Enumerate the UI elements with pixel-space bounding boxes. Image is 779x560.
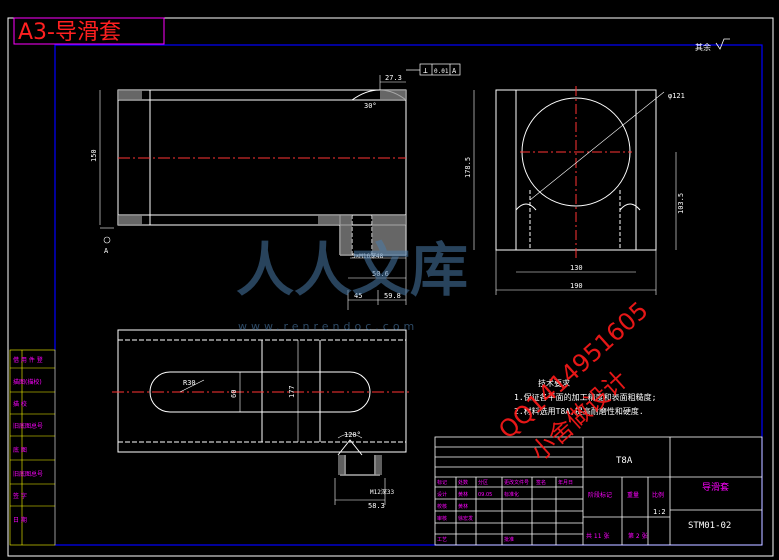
left-strip-3: 旧底图总号 — [13, 422, 43, 430]
tb-cell: 标记 — [437, 479, 447, 486]
tb-drawing-no: STM01-02 — [688, 521, 731, 531]
surface-note: 其余 — [695, 42, 711, 52]
left-strip-7: 日 期 — [13, 516, 27, 524]
page-title: A3-导滑套 — [18, 20, 121, 45]
dim-h-177: 177 — [288, 385, 296, 398]
tech-req-heading: 技术要求 — [538, 378, 570, 388]
tb-scale-label: 比例 — [652, 491, 664, 499]
dim-r30: R30 — [183, 379, 196, 387]
left-strip-0: 借 用 件 登 — [13, 356, 43, 364]
tb-cell: 设计 — [437, 491, 447, 498]
dim-len-506: 50.6 — [372, 270, 389, 278]
tb-scale: 1:2 — [653, 508, 666, 516]
tb-cell: 黄林 — [458, 503, 468, 510]
dim-len-45: 45 — [354, 292, 362, 300]
left-strip-5: 旧底图总号 — [13, 470, 43, 478]
tech-req-line2: 2.材料选用T8A,提高耐磨性和硬度. — [514, 406, 644, 416]
tb-cell: 分区 — [478, 479, 488, 486]
dim-top-len: 27.3 — [385, 74, 402, 82]
front-section-view — [117, 89, 407, 256]
dim-dia-150: 150 — [90, 149, 98, 162]
datum-label: A — [104, 247, 109, 255]
tb-weight-label: 重量 — [627, 491, 639, 499]
outer-frame — [7, 17, 774, 557]
tb-material: T8A — [616, 456, 633, 466]
dim-h-60: 60 — [230, 390, 238, 398]
left-strip-6: 签 字 — [13, 492, 27, 500]
tb-cell: 处数 — [458, 479, 468, 486]
tb-stage-label: 阶段标记 — [588, 491, 612, 499]
inner-frame — [54, 44, 763, 546]
tolerance-symbol: ⊥ — [423, 66, 428, 75]
dim-m12: M12深33 — [370, 488, 394, 496]
tolerance-value: 0.01 — [434, 68, 449, 75]
left-strip-table — [9, 349, 56, 546]
top-view — [112, 329, 410, 476]
dim-m16: 3×M16深48 — [352, 252, 384, 260]
tb-cell: 批准 — [504, 536, 514, 543]
dim-len-598: 59.8 — [384, 292, 401, 300]
tech-req-line1: 1.保证各平面的加工精度和表面粗糙度; — [514, 392, 656, 402]
tb-cell: 签名 — [536, 479, 546, 486]
tb-sheet: 第 2 张 — [628, 532, 648, 540]
tb-cell: 徐宏发 — [458, 515, 473, 522]
left-strip-1: 描图(描校) — [13, 378, 42, 386]
tb-sheets: 共 11 张 — [586, 532, 609, 540]
dim-dia-121: φ121 — [668, 92, 685, 100]
dim-w-130: 130 — [570, 264, 583, 272]
dim-angle-120: 120° — [344, 431, 361, 439]
side-view — [495, 86, 665, 260]
tb-cell: 工艺 — [437, 537, 447, 543]
tolerance-datum: A — [452, 67, 457, 75]
left-strip-4: 底 图 — [13, 446, 27, 454]
tb-cell: 年月日 — [558, 479, 573, 486]
tb-cell: 标准化 — [504, 491, 519, 498]
watermark-url: www.renrendoc.com — [238, 320, 418, 333]
tb-rows: 标记 处数 分区 更改文件号 签名 年月日 设计 黄林 09.05 标准化 校核… — [437, 479, 573, 543]
dim-w-190: 190 — [570, 282, 583, 290]
side-dimensions — [473, 90, 677, 295]
tb-cell: 黄林 — [458, 491, 468, 498]
front-hatching — [118, 90, 406, 255]
roughness-symbol — [715, 38, 730, 50]
tb-cell: 校核 — [437, 503, 447, 510]
tb-cell: 审核 — [437, 515, 447, 522]
front-dimensions — [99, 75, 407, 310]
tb-part-name: 导滑套 — [702, 481, 729, 493]
tolerance-frame — [406, 63, 461, 76]
dim-len-583: 58.3 — [368, 502, 385, 510]
dim-angle-top: 30° — [364, 102, 377, 110]
tb-cell: 09.05 — [478, 492, 492, 498]
dim-h-1785: 178.5 — [464, 157, 472, 178]
tb-cell: 更改文件号 — [504, 479, 529, 486]
left-strip-2: 描 校 — [13, 400, 27, 408]
top-dimensions — [179, 340, 386, 505]
title-box — [13, 17, 165, 45]
top-hatching — [338, 455, 382, 475]
title-block-grid — [434, 436, 763, 546]
watermark-cn: 人人文库 — [236, 236, 468, 304]
dim-h-1035: 103.5 — [677, 193, 685, 214]
